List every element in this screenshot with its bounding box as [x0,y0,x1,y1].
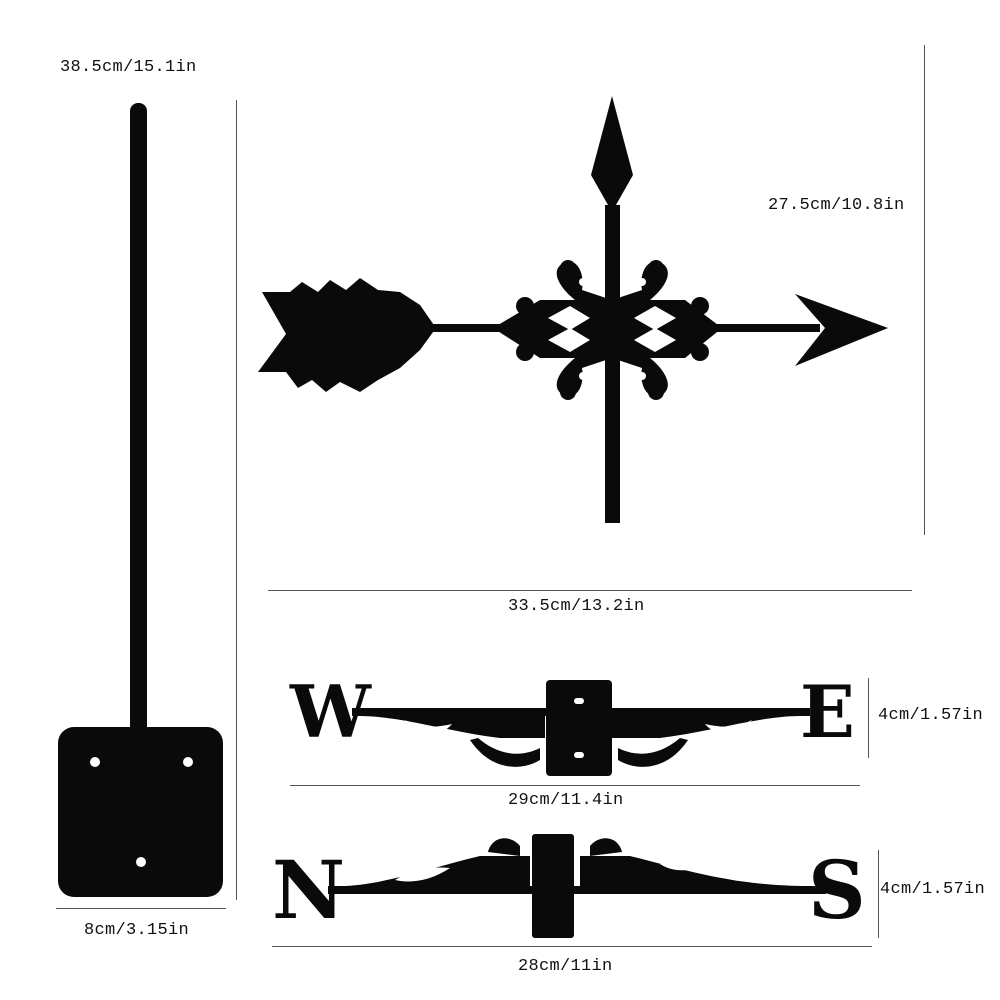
we-width-label: 29cm/11.4in [508,791,624,810]
ns-height-label: 4cm/1.57in [880,880,986,899]
east-letter: E [800,669,855,754]
mounting-hole [136,857,146,867]
south-letter: S [808,843,866,937]
we-height-label: 4cm/1.57in [878,706,984,725]
center-bracket [546,680,612,776]
we-height-rule [868,678,869,758]
base-width-rule [56,908,226,909]
mounting-plate [58,727,223,897]
base-width-label: 8cm/3.15in [84,921,190,940]
mounting-hole [183,757,193,767]
arrow-width-label: 33.5cm/13.2in [508,597,645,616]
pole-height-label: 38.5cm/15.1in [60,58,197,77]
ns-width-label: 28cm/11in [518,957,613,976]
center-bracket [532,834,574,938]
arrow-height-label: 27.5cm/10.8in [768,196,905,215]
ns-height-rule [878,850,879,938]
north-letter: N [272,843,346,937]
west-letter: W [290,669,371,754]
we-width-rule [290,785,860,786]
pole-height-rule [236,100,237,900]
ns-width-rule [272,946,872,947]
arrow-width-rule [268,590,912,591]
mounting-hole [90,757,100,767]
arrow-height-rule [924,45,925,535]
